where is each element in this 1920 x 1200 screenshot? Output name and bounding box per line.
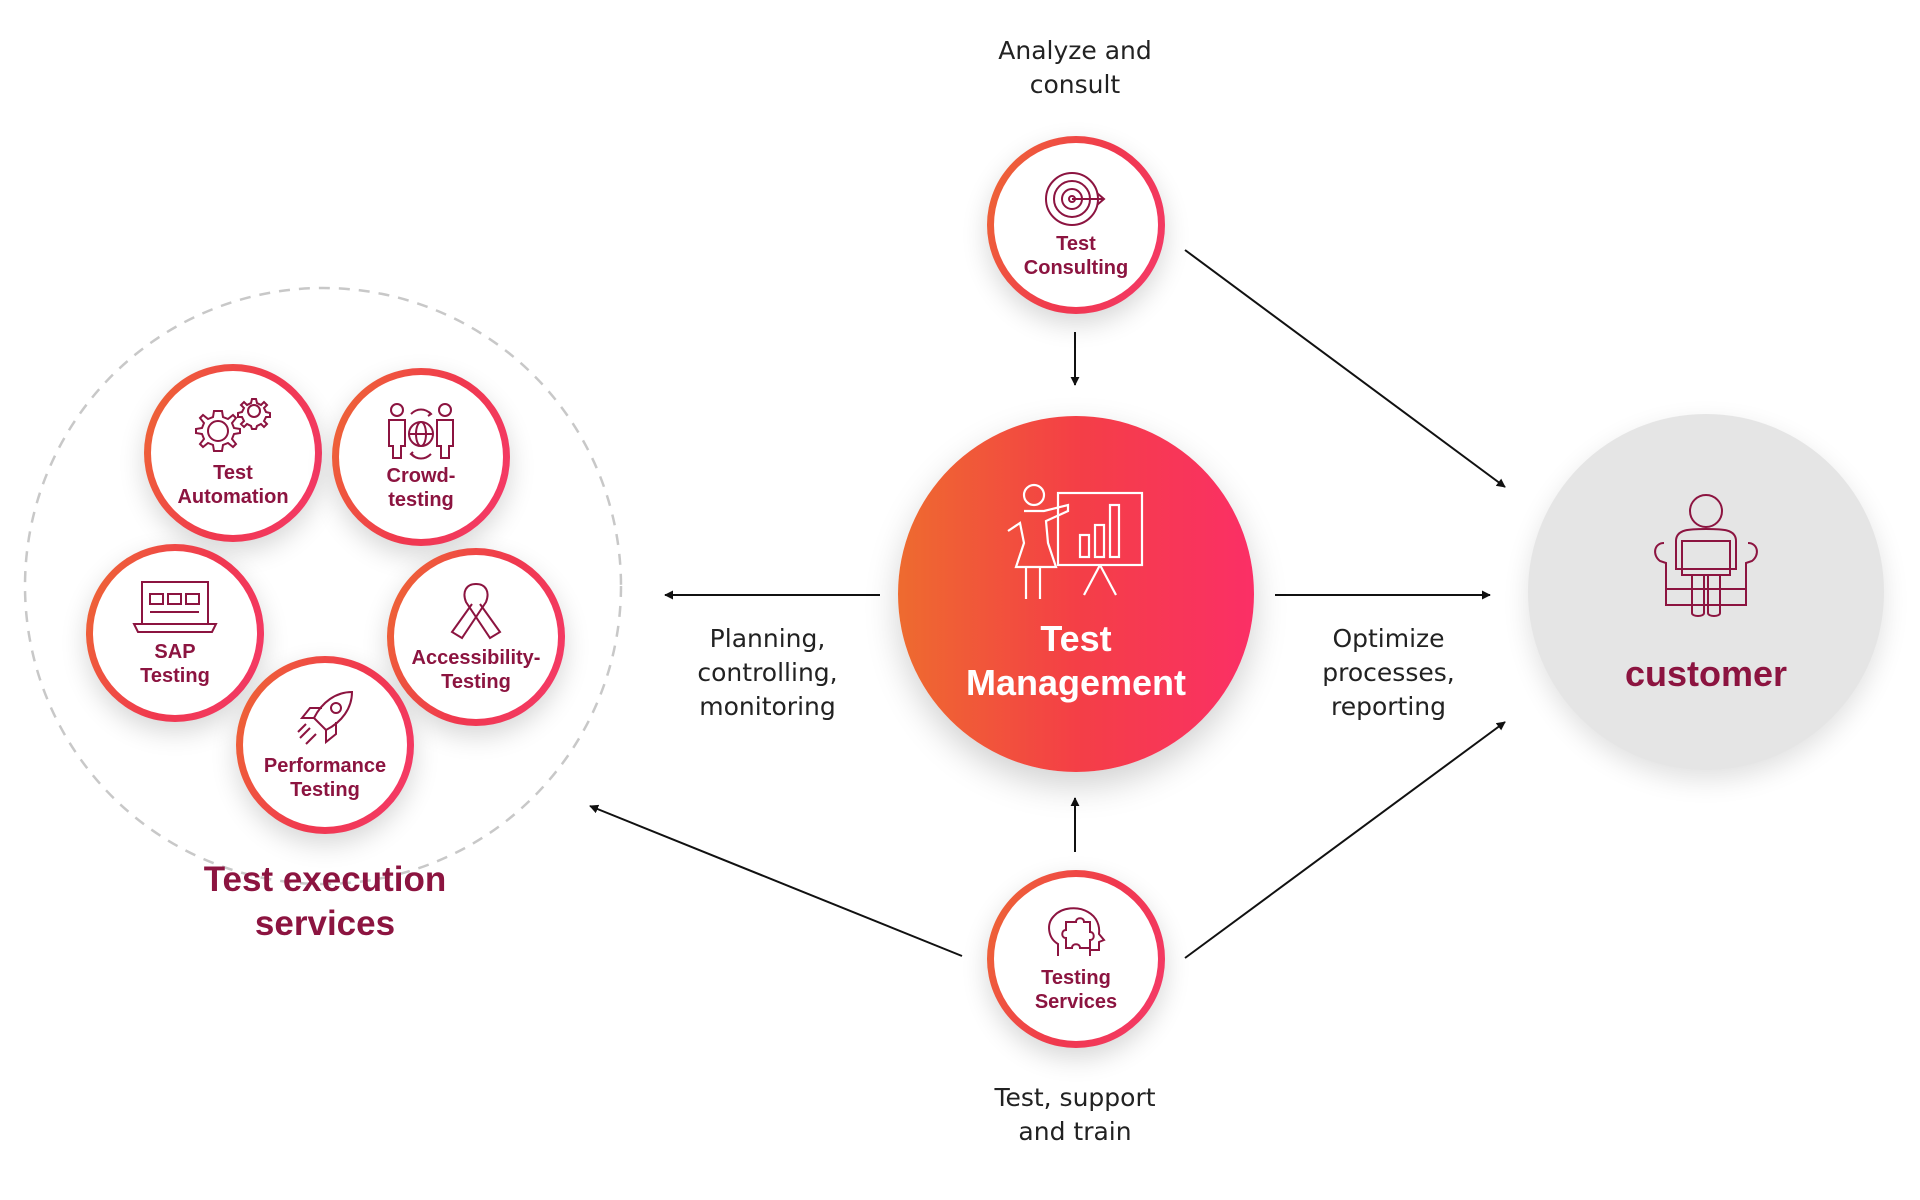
customer-node: customer	[1528, 414, 1884, 770]
top-caption: Analyze and consult	[998, 36, 1152, 99]
accessibility-testing-label: Accessibility- Testing	[411, 647, 541, 693]
accessibility-testing-node: Accessibility- Testing	[387, 548, 565, 726]
laptop-icon	[132, 578, 218, 636]
test-automation-node: Test Automation	[144, 364, 322, 542]
customer-title: customer	[1624, 653, 1788, 694]
sap-testing-label: SAP Testing	[140, 641, 210, 687]
arrow-services-to-customer	[1184, 721, 1506, 959]
right-caption: Optimize processes, reporting	[1322, 624, 1455, 721]
person-armchair-icon	[1646, 489, 1766, 623]
crowd-globe-icon	[385, 402, 457, 460]
arrow-services-to-execution	[589, 804, 963, 957]
performance-testing-node: Performance Testing	[236, 656, 414, 834]
test-automation-label: Test Automation	[177, 462, 289, 508]
gears-icon	[192, 397, 274, 457]
ribbon-icon	[446, 580, 506, 642]
target-icon	[1043, 170, 1109, 228]
presenter-chart-icon	[1006, 483, 1146, 611]
rocket-icon	[294, 688, 356, 750]
performance-testing-label: Performance Testing	[263, 755, 387, 801]
sap-testing-node: SAP Testing	[86, 544, 264, 722]
execution-group-title: Test execution services	[203, 860, 447, 943]
arrow-consulting-to-customer	[1184, 249, 1506, 488]
testing-services-label: Testing Services	[1034, 967, 1118, 1013]
test-consulting-label: Test Consulting	[1023, 233, 1129, 279]
test-consulting-node: Test Consulting	[987, 136, 1165, 314]
left-caption: Planning, controlling, monitoring	[697, 624, 838, 721]
crowdtesting-node: Crowd- testing	[332, 368, 510, 546]
test-management-hub: Test Management	[898, 416, 1254, 772]
crowdtesting-label: Crowd- testing	[386, 465, 456, 511]
test-management-title: Test Management	[965, 618, 1187, 703]
puzzle-head-icon	[1042, 904, 1110, 962]
execution-group-dashed-circle	[23, 286, 623, 886]
testing-services-node: Testing Services	[987, 870, 1165, 1048]
bottom-caption: Test, support and train	[994, 1083, 1156, 1146]
